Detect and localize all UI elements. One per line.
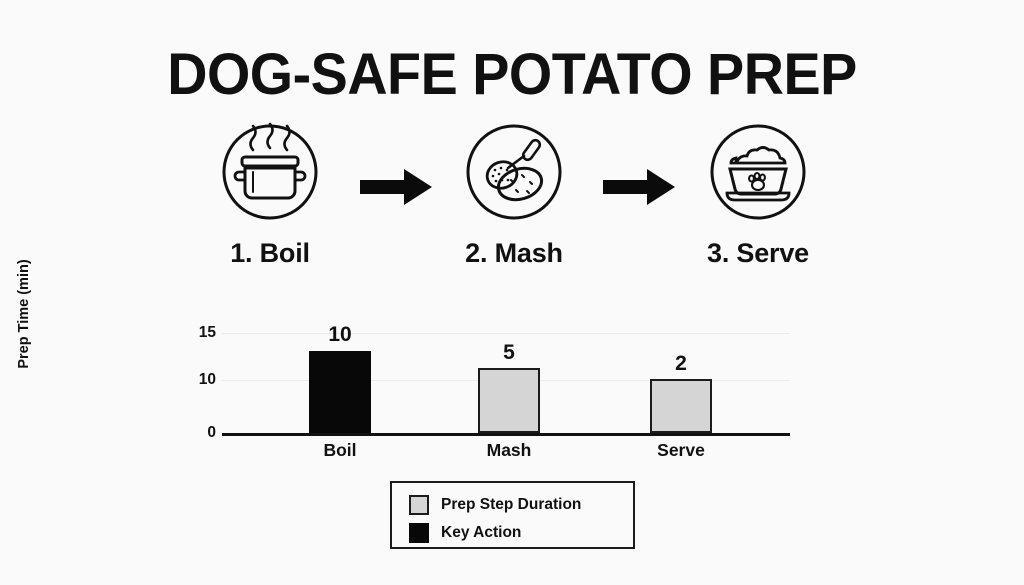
legend-item-prep-step-duration[interactable]: Prep Step Duration [409, 492, 633, 517]
step-item-mash[interactable]: 2. Mash [434, 122, 594, 269]
bar-value-boil: 10 [328, 323, 352, 346]
category-label-mash: Mash [486, 440, 532, 460]
bar-serve[interactable] [650, 379, 712, 433]
legend-label: Key Action [441, 523, 522, 541]
gridline-15 [222, 333, 790, 334]
step-item-serve[interactable]: 3. Serve [678, 122, 838, 269]
legend-swatch-black [409, 522, 429, 543]
step-label: 2. Mash [465, 238, 563, 268]
arrow-right-icon [603, 167, 675, 212]
y-tick-label: 15 [198, 324, 216, 341]
y-tick-label: 0 [207, 424, 216, 441]
step-item-boil[interactable]: 1. Boil [190, 122, 350, 269]
bar-value-mash: 5 [503, 341, 515, 364]
bar-value-serve: 2 [675, 352, 687, 375]
x-axis-line [222, 433, 790, 436]
bar-boil[interactable] [309, 351, 371, 433]
dog-food-bowl-icon [708, 122, 808, 222]
step-label: 1. Boil [230, 238, 310, 268]
chart-y-axis-label: Prep Time (min) [16, 259, 32, 369]
steaming-pot-icon [220, 122, 320, 222]
legend-label: Prep Step Duration [441, 495, 582, 513]
legend-item-key-action[interactable]: Key Action [409, 520, 633, 545]
process-steps: 1. Boil [0, 122, 1024, 272]
bar-mash[interactable] [478, 368, 540, 433]
category-label-boil: Boil [323, 440, 357, 460]
potato-masher-icon [464, 122, 564, 222]
step-label: 3. Serve [707, 238, 809, 268]
arrow-right-icon [360, 167, 432, 212]
category-label-serve: Serve [657, 440, 705, 460]
page-title: DOG-SAFE POTATO PREP [167, 42, 857, 107]
y-tick-label: 10 [198, 371, 216, 388]
chart-legend: Prep Step Duration Key Action [390, 481, 635, 549]
legend-swatch-gray [409, 494, 429, 515]
